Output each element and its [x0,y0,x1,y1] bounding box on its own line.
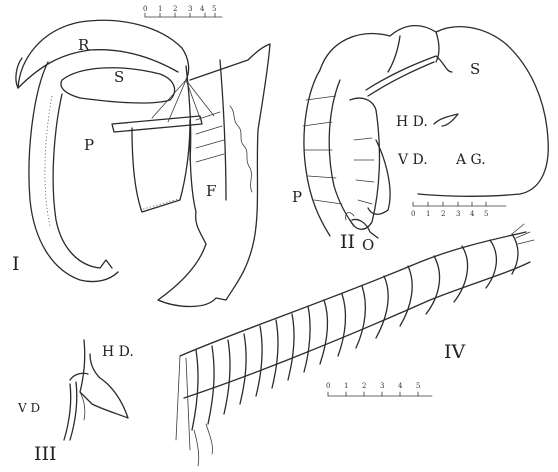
scale-fig2-tick-4: 4 [470,210,475,218]
label-o: O [362,236,374,254]
scale-top-tick-5: 5 [212,5,216,13]
figure-four-drawing [176,224,534,466]
scale-top-tick-3: 3 [188,5,192,13]
scale-fig2-tick-3: 3 [456,210,460,218]
figure-one-drawing [16,20,270,306]
scale-top-tick-4: 4 [200,5,205,13]
label-f: F [206,182,216,200]
scale-bar-top: 0 1 2 3 4 5 [143,5,222,17]
scale-fig2-tick-1: 1 [426,210,430,218]
label-vd-fig3: V D [17,401,40,415]
scale-fig4-tick-3: 3 [380,382,384,390]
figure-two-numeral: II [340,231,355,253]
label-hd-fig2: H D. [396,114,428,130]
label-p-fig1: P [84,136,94,154]
scale-top-tick-2: 2 [173,5,177,13]
figure-four-numeral: IV [444,341,466,363]
scale-fig2-tick-2: 2 [441,210,445,218]
label-hd-fig3: H D. [102,344,134,360]
scale-fig4-tick-0: 0 [326,382,330,390]
scale-fig4-tick-5: 5 [416,382,420,390]
label-ag: A G. [455,152,486,168]
scale-fig2-tick-0: 0 [411,210,415,218]
scale-bar-fig2: 0 1 2 3 4 5 [411,202,506,218]
figure-three-numeral: III [34,443,57,465]
scale-fig2-tick-5: 5 [484,210,488,218]
label-r: R [78,36,90,54]
figure-one-numeral: I [12,253,20,275]
label-s-fig2: S [470,60,480,78]
label-p-fig2: P [292,188,302,206]
label-vd-fig2: V D. [397,152,428,168]
scale-fig4-tick-1: 1 [344,382,348,390]
label-s-fig1: S [114,68,124,86]
scale-bar-fig4: 0 1 2 3 4 5 [326,382,432,396]
scale-fig4-tick-2: 2 [362,382,366,390]
scale-top-tick-1: 1 [158,5,162,13]
scale-fig4-tick-4: 4 [398,382,403,390]
scale-top-tick-0: 0 [143,5,147,13]
